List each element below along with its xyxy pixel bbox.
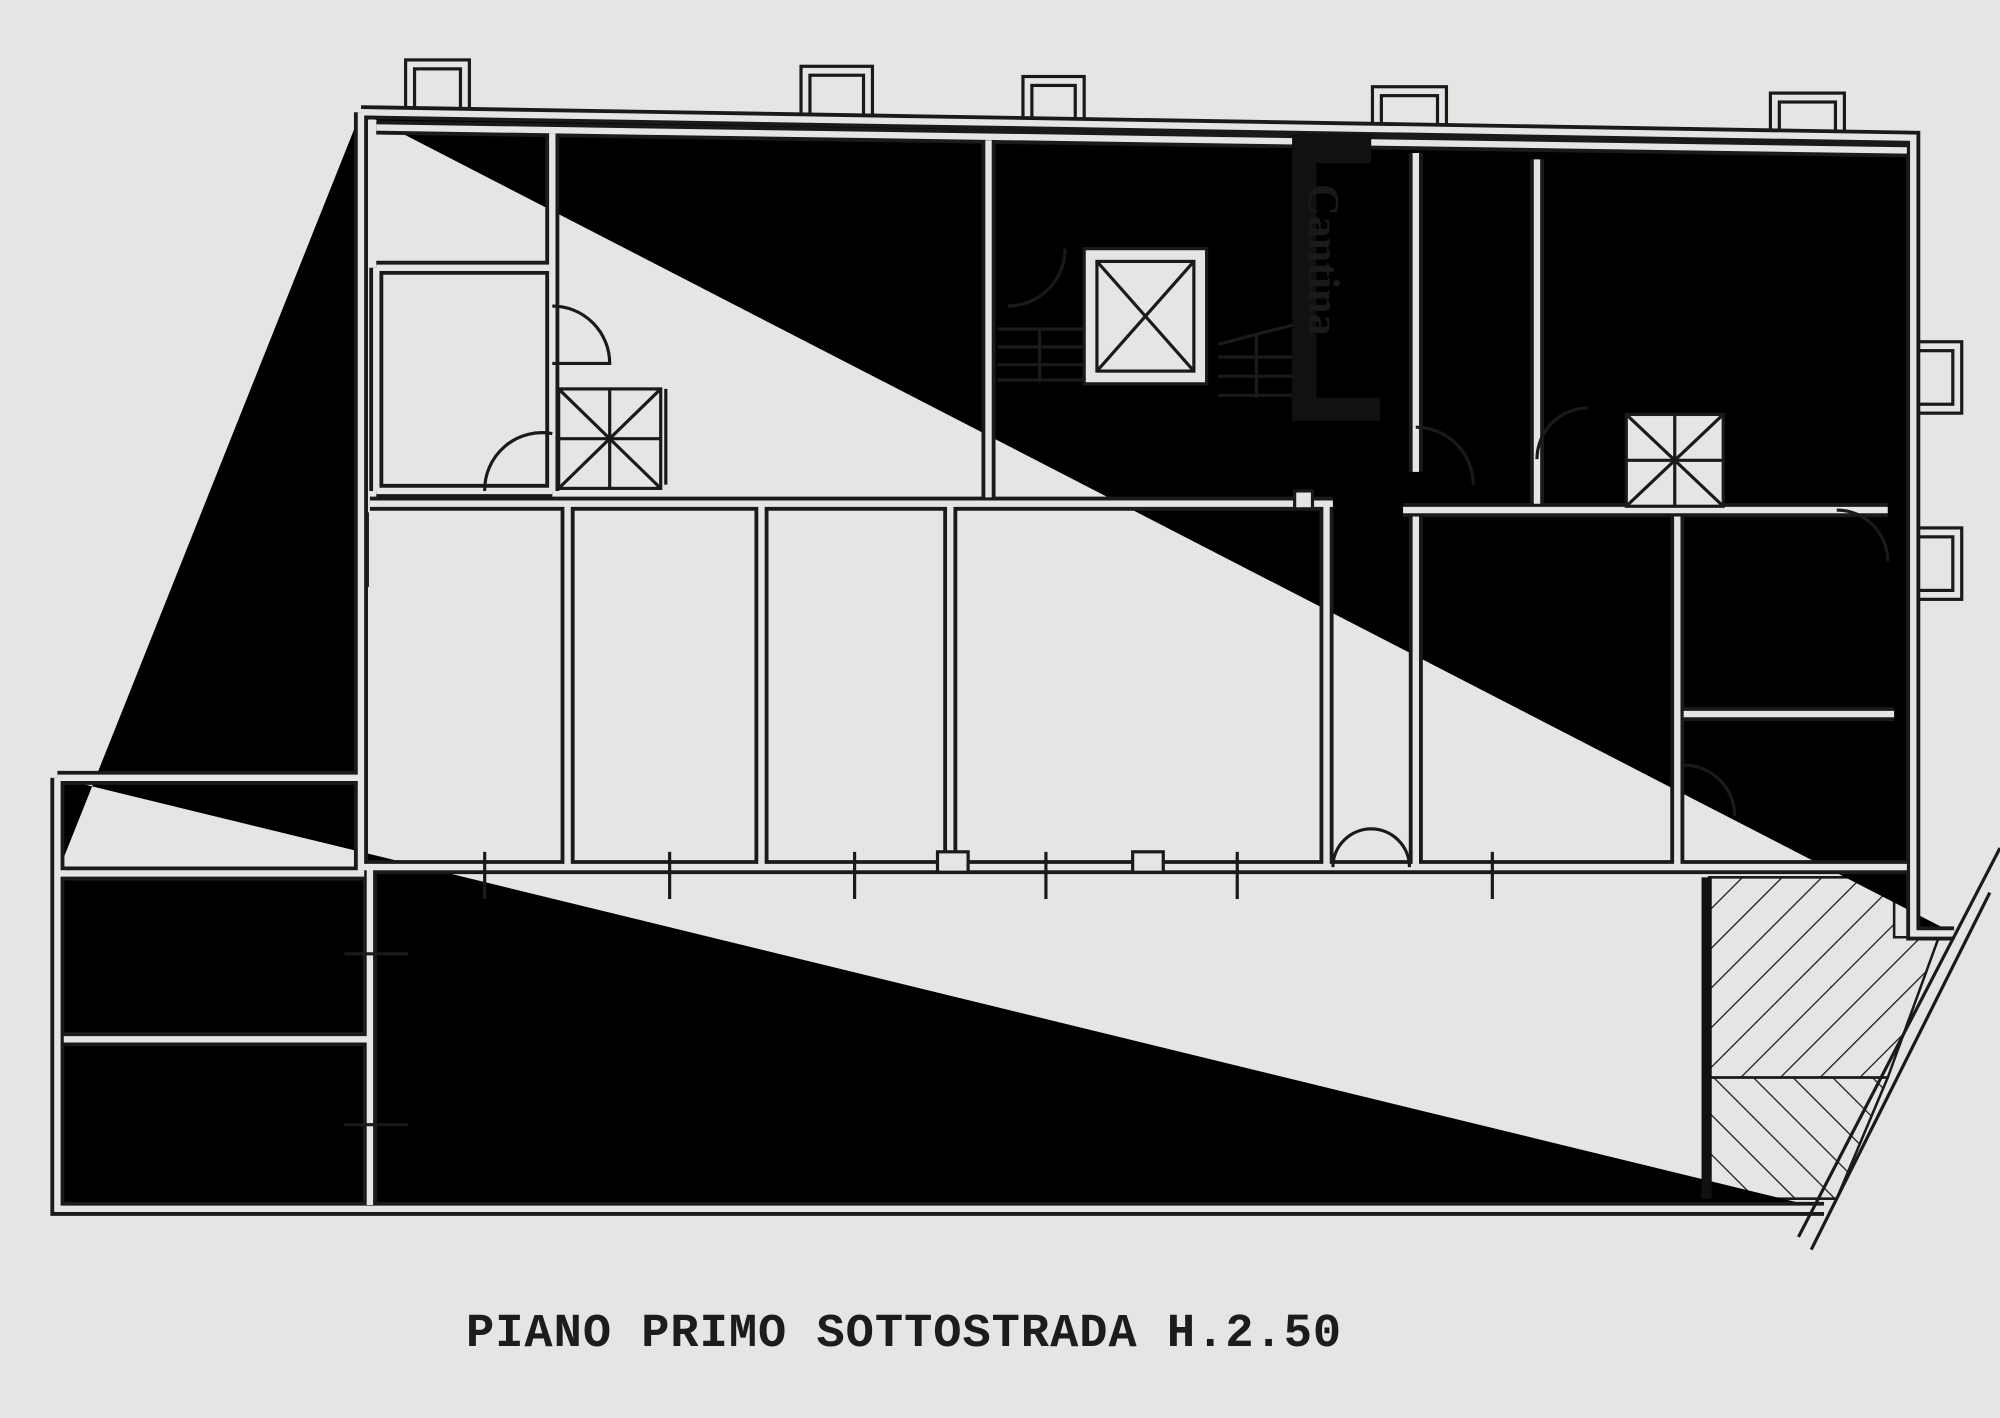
room-label-cantina: Cantina	[1299, 184, 1348, 336]
stairwell-left	[557, 387, 663, 490]
stairwell-right	[1624, 412, 1725, 508]
cantina-wall	[1292, 133, 1712, 1199]
drawing-title: PIANO PRIMO SOTTOSTRADA H.2.50	[466, 1308, 1343, 1361]
doors	[483, 248, 1890, 868]
elevator	[1082, 247, 1209, 386]
wall-ticks	[344, 489, 1494, 1127]
stairs-steps	[997, 323, 1293, 398]
site-edge	[1797, 847, 2000, 1251]
hatched-area	[1707, 876, 1941, 1200]
walls	[57, 112, 1954, 1209]
